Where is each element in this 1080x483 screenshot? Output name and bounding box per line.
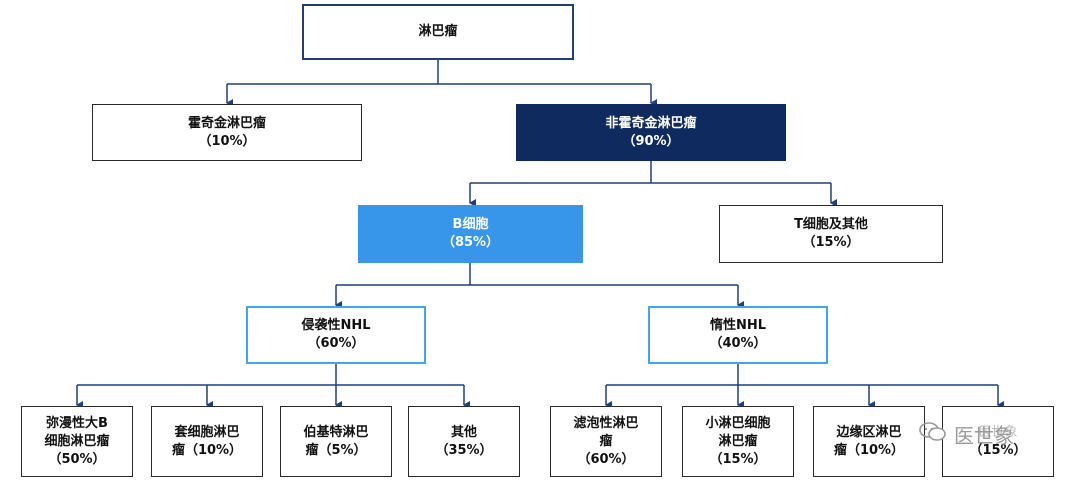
node-burkitt-line1: 伯基特淋巴 [303, 424, 369, 440]
node-small-lymphocytic: 小淋巴细胞 淋巴瘤 （15%） [682, 406, 794, 477]
node-mantle-cell-line1: 套细胞淋巴 [174, 424, 240, 440]
node-t-cell: T细胞及其他 （15%） [719, 205, 943, 263]
node-non-hodgkin-pct: （90%） [622, 133, 680, 149]
node-other-indolent: 医世象 （15%） [942, 406, 1054, 477]
node-aggressive-nhl-label: 侵袭性NHL [301, 318, 371, 333]
node-follicular-pct: （60%） [577, 451, 635, 467]
node-other-aggressive: 其他 （35%） [408, 406, 520, 477]
node-non-hodgkin-label: 非霍奇金淋巴瘤 [605, 115, 697, 131]
node-b-cell-label: B细胞 [452, 217, 489, 232]
node-b-cell-pct: （85%） [441, 235, 500, 250]
watermark-text: 医世象 [954, 423, 1014, 448]
node-small-lymphocytic-line1: 小淋巴细胞 [705, 415, 771, 431]
wechat-icon [918, 420, 948, 449]
node-follicular-line2: 瘤 [599, 433, 613, 449]
node-lymphoma: 淋巴瘤 [302, 4, 574, 60]
node-indolent-nhl-label: 惰性NHL [709, 318, 767, 333]
node-other-aggressive-label: 其他 [450, 424, 477, 440]
node-other-aggressive-pct: （35%） [435, 442, 493, 458]
node-small-lymphocytic-pct: （15%） [709, 451, 767, 467]
node-marginal-zone-line1: 边缘区淋巴 [836, 424, 902, 440]
node-hodgkin: 霍奇金淋巴瘤 （10%） [92, 104, 362, 161]
node-follicular-line1: 滤泡性淋巴 [573, 415, 639, 431]
node-burkitt: 伯基特淋巴 瘤（5%） [280, 406, 392, 477]
node-indolent-nhl: 惰性NHL （40%） [648, 306, 828, 364]
node-hodgkin-pct: （10%） [198, 133, 256, 149]
node-dlbcl: 弥漫性大B 细胞淋巴瘤 （50%） [21, 406, 133, 477]
node-hodgkin-label: 霍奇金淋巴瘤 [187, 115, 266, 131]
node-other-indolent-label: 医世象 [978, 424, 1018, 440]
node-burkitt-line2: 瘤（5%） [305, 442, 367, 458]
node-small-lymphocytic-line2: 淋巴瘤 [718, 433, 758, 449]
node-dlbcl-pct: （50%） [48, 451, 106, 467]
node-non-hodgkin: 非霍奇金淋巴瘤 （90%） [516, 104, 786, 161]
node-indolent-nhl-pct: （40%） [709, 336, 767, 351]
node-aggressive-nhl-pct: （60%） [307, 336, 365, 351]
node-dlbcl-line2: 细胞淋巴瘤 [44, 433, 110, 449]
watermark: 医世象 [918, 416, 1048, 452]
node-b-cell: B细胞 （85%） [358, 205, 583, 263]
node-follicular: 滤泡性淋巴 瘤 （60%） [550, 406, 662, 477]
node-t-cell-label: T细胞及其他 [794, 217, 868, 232]
node-t-cell-pct: （15%） [802, 235, 860, 250]
node-aggressive-nhl: 侵袭性NHL （60%） [246, 306, 426, 364]
node-mantle-cell-line2: 瘤（10%） [171, 442, 243, 458]
node-mantle-cell: 套细胞淋巴 瘤（10%） [151, 406, 263, 477]
node-marginal-zone-line2: 瘤（10%） [833, 442, 905, 458]
node-lymphoma-label: 淋巴瘤 [418, 24, 458, 39]
node-marginal-zone: 边缘区淋巴 瘤（10%） [813, 406, 925, 477]
node-dlbcl-line1: 弥漫性大B [46, 415, 108, 431]
node-other-indolent-pct: （15%） [969, 442, 1027, 458]
